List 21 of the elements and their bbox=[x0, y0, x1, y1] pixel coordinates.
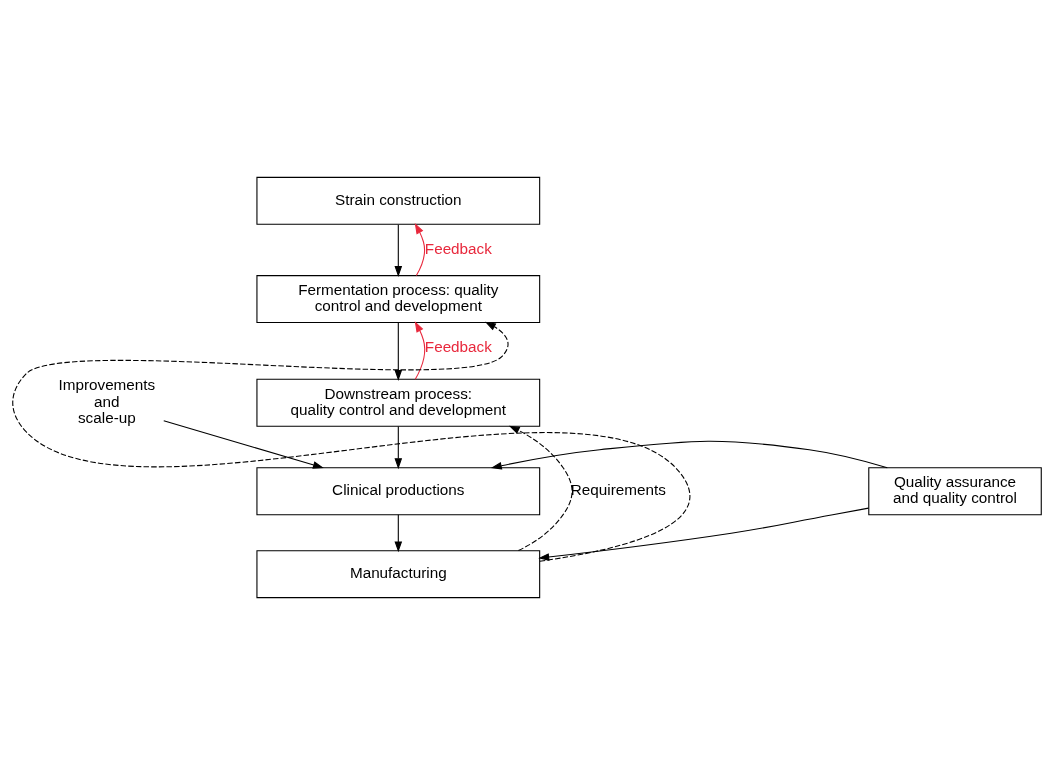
edge-label: Feedback bbox=[424, 240, 492, 257]
arrow bbox=[394, 426, 403, 470]
arrow bbox=[508, 425, 573, 552]
edge-label: Requirements bbox=[570, 481, 666, 499]
node-box: Strain construction bbox=[256, 176, 541, 225]
arrow bbox=[490, 440, 888, 470]
arrow bbox=[414, 321, 426, 380]
arrow bbox=[394, 322, 403, 381]
node-box: Fermentation process: quality control and development bbox=[256, 275, 541, 324]
node-text: Improvements and scale-up bbox=[58, 376, 156, 427]
arrow bbox=[538, 507, 870, 561]
node-box: Downstream process: quality control and development bbox=[256, 378, 541, 427]
arrow bbox=[394, 514, 403, 553]
node-box: Manufacturing bbox=[256, 550, 541, 599]
node-box: Quality assurance and quality control bbox=[868, 467, 1042, 516]
arrow bbox=[414, 223, 426, 277]
arrow bbox=[163, 420, 324, 469]
edge-label: Feedback bbox=[424, 338, 492, 356]
arrow bbox=[12, 321, 691, 562]
arrow bbox=[394, 224, 403, 278]
node-box: Clinical productions bbox=[256, 467, 541, 516]
